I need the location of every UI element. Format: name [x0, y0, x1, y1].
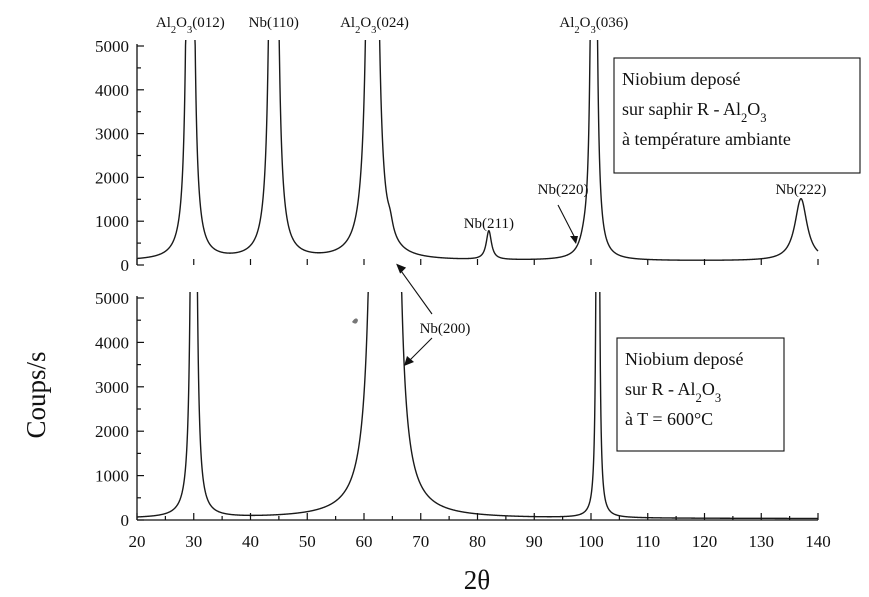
top-annotation-line: Niobium deposé [622, 69, 741, 89]
x-tick-label: 80 [469, 532, 486, 551]
x-tick-label: 60 [356, 532, 373, 551]
nb220-leader-line [557, 204, 577, 241]
peak-label: Nb(220) [538, 182, 589, 198]
nb200-arrow-down [407, 337, 433, 363]
x-axis: 20 30 40 50 60 70 80 90 100 110 120 130 140 [129, 259, 831, 551]
top-annotation-line: sur saphir R - Al2O3 [622, 99, 767, 125]
x-axis-title: 2θ [464, 565, 490, 595]
bottom-y-tick-label: 4000 [95, 333, 129, 352]
bottom-annotation-box [616, 337, 785, 452]
top-y-tick-label: 0 [121, 256, 130, 275]
x-tick-label: 110 [635, 532, 660, 551]
annotations: Al2O3(012) Nb(110) Al2O3(024) Nb(211) Nb(220… [156, 15, 826, 366]
peak-label: Al2O3(024) [340, 15, 409, 36]
bottom-y-tick-label: 1000 [95, 467, 129, 486]
x-tick-label: 120 [692, 532, 718, 551]
top-annotation-line: à température ambiante [622, 129, 791, 149]
x-tick-label: 70 [412, 532, 429, 551]
peak-label: Nb(110) [249, 15, 299, 31]
top-y-tick-label: 5000 [95, 37, 129, 56]
top-y-tick-label: 2000 [95, 168, 129, 187]
bottom-annotation-line: Niobium deposé [625, 349, 744, 369]
top-y-tick-label: 1000 [95, 212, 129, 231]
arrowhead-icon [570, 236, 578, 244]
x-tick-label: 40 [242, 532, 259, 551]
top-y-tick-label: 4000 [95, 81, 129, 100]
bottom-annotation-line: sur R - Al2O3 [625, 379, 721, 405]
arrowhead-icon [404, 356, 414, 366]
peak-label: Al2O3(012) [156, 15, 225, 36]
x-tick-label: 130 [749, 532, 775, 551]
peak-label: Nb(211) [464, 216, 514, 232]
arrowhead-icon [396, 263, 407, 274]
x-tick-label: 30 [185, 532, 202, 551]
x-tick-label: 90 [526, 532, 543, 551]
peak-label: Al2O3(036) [559, 15, 628, 36]
top-annotation-box [613, 57, 861, 174]
y-axis-title: Coups/s [21, 351, 51, 438]
bottom-y-tick-label: 0 [121, 511, 130, 530]
x-tick-label: 100 [578, 532, 604, 551]
x-tick-label: 50 [299, 532, 316, 551]
bottom-y-tick-label: 3000 [95, 378, 129, 397]
bottom-annotation-line: à T = 600°C [625, 409, 713, 429]
top-y-tick-label: 3000 [95, 125, 129, 144]
x-tick-label: 140 [805, 532, 831, 551]
x-tick-label: 20 [129, 532, 146, 551]
peak-label: Nb(222) [776, 182, 827, 198]
bottom-y-tick-label: 2000 [95, 422, 129, 441]
speck-artifact [352, 318, 358, 324]
bottom-y-tick-label: 5000 [95, 289, 129, 308]
nb200-label: Nb(200) [420, 321, 471, 337]
nb200-arrow-up [399, 269, 433, 315]
